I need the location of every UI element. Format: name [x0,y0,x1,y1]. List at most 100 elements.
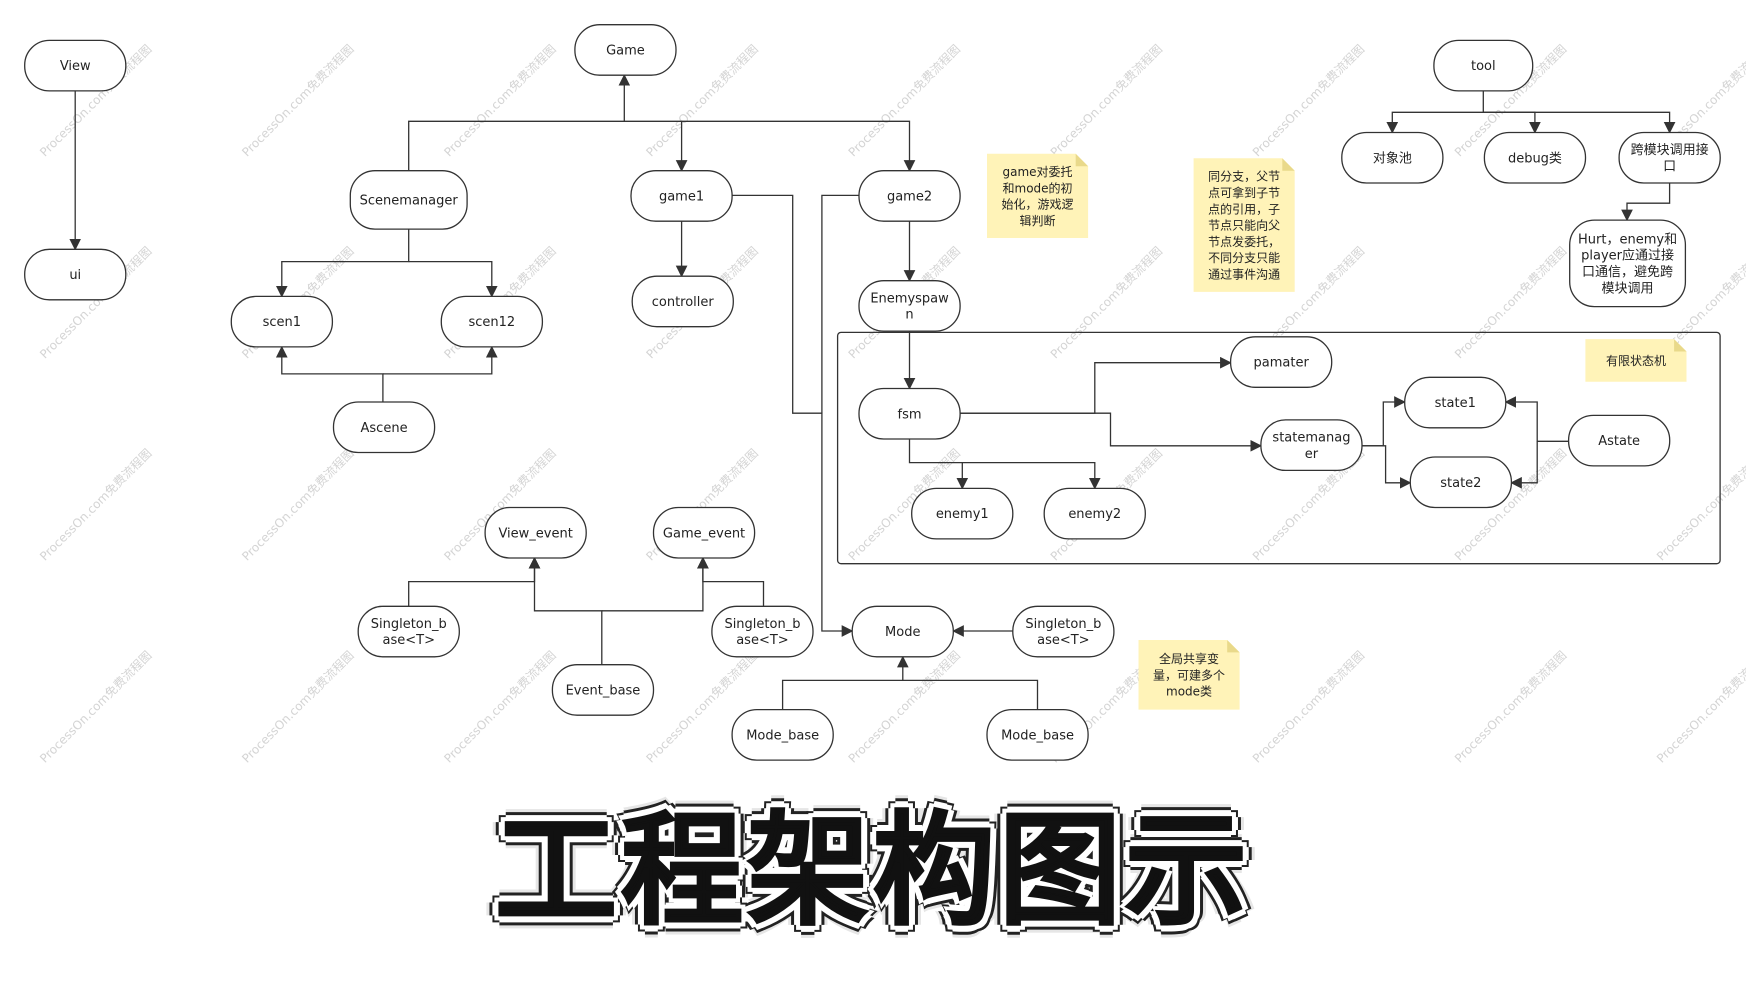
node-state2[interactable]: state2 [1409,456,1513,509]
node-game1[interactable]: game1 [630,170,733,222]
node-mode-base-1[interactable]: Mode_base [731,708,834,761]
node-box [484,506,587,559]
note-fsm: 有限状态机 [1585,339,1687,382]
node-box [551,664,655,716]
node-box [631,275,734,328]
edges [69,74,1676,710]
connector-line [275,229,410,298]
node-view[interactable]: View [24,39,127,92]
node-box [1404,376,1507,429]
node-tool[interactable]: tool [1433,39,1534,92]
note-game-delegate: game对委托和mode的初始化，游戏逻辑判断 [987,153,1089,238]
node-box [24,248,127,301]
node-box [1043,487,1146,540]
node-label: scen12 [468,315,515,330]
connector-line [960,412,1263,452]
watermark-text: ProcessOn.com免费流程图 [1451,243,1569,361]
node-fsm[interactable]: fsm [858,387,961,440]
connector-line [1483,111,1676,134]
node-object-pool[interactable]: 对象池 [1341,131,1444,184]
watermark-text: ProcessOn.com免费流程图 [239,445,357,563]
node-label: scen1 [263,315,301,330]
node-event-base[interactable]: Event_base [551,664,655,716]
node-cross-module[interactable]: 跨模块调用接口 [1618,131,1721,184]
node-game-event[interactable]: Game_event [652,506,756,559]
node-pamater[interactable]: pamater [1229,336,1333,388]
node-enemy2[interactable]: enemy2 [1043,487,1146,540]
node-label: controller [652,295,715,310]
page-title: 工程架构图示 [494,800,1251,942]
watermark-text: ProcessOn.com免费流程图 [441,41,559,159]
node-view-event[interactable]: View_event [484,506,587,559]
node-box [1618,131,1721,184]
connector-line [275,345,384,402]
node-controller[interactable]: controller [631,275,734,328]
node-box [1569,219,1687,308]
node-box [1341,131,1444,184]
node-label: debug类 [1508,151,1562,166]
node-box [24,39,127,92]
connector-line [821,194,859,414]
node-scen12[interactable]: scen12 [440,295,544,348]
connector-line [697,556,765,607]
node-label: state2 [1440,476,1481,491]
node-label: Mode [885,625,920,640]
node-ui[interactable]: ui [24,248,127,301]
connector-line [681,120,916,172]
node-label: pamater [1254,356,1310,371]
node-box [858,387,961,440]
connector-line [1362,396,1406,447]
node-state1[interactable]: state1 [1404,376,1507,429]
connector-line [732,194,854,637]
node-box [1567,414,1671,467]
node-mode-base-2[interactable]: Mode_base [986,708,1089,761]
node-game2[interactable]: game2 [858,170,961,222]
node-label: 跨模块调用接口 [1631,142,1709,174]
watermark-text: ProcessOn.com免费流程图 [1653,648,1746,766]
node-label: Mode_base [1001,728,1074,743]
watermark-text: ProcessOn.com免费流程图 [239,648,357,766]
watermark-text: ProcessOn.com免费流程图 [845,41,963,159]
node-mode[interactable]: Mode [851,605,954,658]
node-label: View [60,59,91,74]
node-label: Astate [1598,434,1640,449]
node-label: Scenemanager [360,193,459,208]
node-box [911,487,1014,540]
node-scenemanager[interactable]: Scenemanager [349,170,468,230]
note-text: 有限状态机 [1606,354,1666,368]
node-label: game2 [887,189,932,204]
connector-line [408,260,498,298]
watermark-text: ProcessOn.com免费流程图 [36,445,154,563]
node-debug-class[interactable]: debug类 [1483,131,1587,184]
node-label: tool [1471,59,1496,74]
connector-line [408,556,541,607]
node-astate[interactable]: Astate [1567,414,1671,467]
connector-line [960,356,1232,414]
node-box [1483,131,1587,184]
node-box [230,295,334,348]
node-label: enemy2 [1068,507,1121,522]
node-box [986,708,1089,761]
node-box [630,170,733,222]
watermark-text: ProcessOn.com免费流程图 [845,648,963,766]
node-box [574,24,677,76]
node-label: enemy1 [936,507,989,522]
node-scen1[interactable]: scen1 [230,295,334,348]
node-ascene[interactable]: Ascene [332,401,436,454]
node-game[interactable]: Game [574,24,677,76]
node-box [349,170,468,230]
connector-line [601,556,709,612]
node-box [858,170,961,222]
connector-line [1504,396,1569,442]
node-box [1409,456,1513,509]
node-enemy1[interactable]: enemy1 [911,487,1014,540]
